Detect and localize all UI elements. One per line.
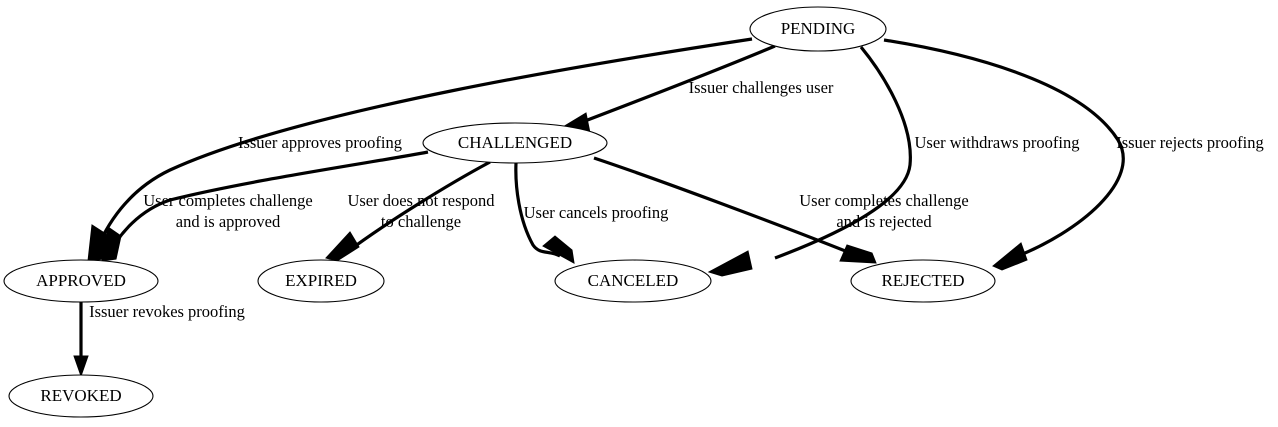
node-rejected-ellipse	[850, 259, 996, 303]
node-expired-label: EXPIRED	[285, 271, 357, 290]
node-canceled[interactable]: CANCELED	[554, 259, 712, 303]
edge-challenged-rejected-path	[593, 156, 859, 258]
edge-challenged-canceled-path	[514, 162, 561, 258]
edge-approved-revoked-arrowhead	[73, 355, 89, 378]
edge-pending-approved-arrowhead	[87, 224, 107, 262]
edge-challenged-approved-arrowhead	[101, 226, 122, 262]
node-approved[interactable]: APPROVED	[3, 259, 159, 303]
node-expired[interactable]: EXPIRED	[257, 259, 385, 303]
edge-challenged-rejected[interactable]	[593, 156, 877, 264]
edge-label-challenged-approved-line1: User completes challenge	[143, 191, 313, 210]
edge-pending-approved-path	[93, 37, 753, 255]
node-rejected-label: REJECTED	[881, 271, 964, 290]
edge-label-challenged-approved: User completes challenge and is approved	[143, 191, 313, 231]
edge-label-pending-challenged: Issuer challenges user	[689, 78, 834, 97]
node-expired-ellipse	[257, 259, 385, 303]
edge-label-challenged-expired: User does not respond to challenge	[347, 191, 495, 231]
node-challenged[interactable]: CHALLENGED	[422, 122, 608, 164]
node-rejected[interactable]: REJECTED	[850, 259, 996, 303]
edge-pending-canceled-arrowhead	[707, 250, 753, 277]
edge-pending-rejected[interactable]	[883, 38, 1125, 271]
edge-challenged-expired-arrowhead	[325, 231, 360, 262]
edge-label-challenged-rejected-line1: User completes challenge	[799, 191, 969, 210]
node-revoked-ellipse	[8, 374, 154, 418]
edge-pending-challenged-path	[576, 44, 776, 126]
edge-challenged-canceled-arrowhead	[542, 235, 575, 264]
node-approved-ellipse	[3, 259, 159, 303]
edge-label-pending-canceled: User withdraws proofing	[915, 133, 1080, 152]
edge-label-approved-revoked: Issuer revokes proofing	[89, 302, 245, 321]
edge-pending-canceled-path	[774, 45, 912, 260]
edge-label-challenged-canceled: User cancels proofing	[524, 203, 669, 222]
node-revoked-label: REVOKED	[40, 386, 121, 405]
node-pending[interactable]: PENDING	[749, 6, 887, 52]
edge-label-challenged-rejected: User completes challenge and is rejected	[799, 191, 969, 231]
node-approved-label: APPROVED	[36, 271, 126, 290]
edge-challenged-approved[interactable]	[101, 150, 429, 262]
edge-pending-rejected-path	[883, 38, 1125, 260]
edge-label-challenged-expired-line1: User does not respond	[347, 191, 495, 210]
edge-pending-canceled[interactable]	[707, 45, 912, 277]
node-pending-ellipse	[749, 6, 887, 52]
node-canceled-label: CANCELED	[588, 271, 679, 290]
edge-challenged-canceled[interactable]	[514, 162, 575, 264]
node-challenged-ellipse	[422, 122, 608, 164]
node-pending-label: PENDING	[781, 19, 856, 38]
edge-pending-approved[interactable]	[87, 37, 753, 262]
node-challenged-label: CHALLENGED	[458, 133, 572, 152]
edge-label-pending-approved: Issuer approves proofing	[238, 133, 402, 152]
edge-challenged-expired-path	[346, 160, 491, 254]
node-revoked[interactable]: REVOKED	[8, 374, 154, 418]
edge-approved-revoked[interactable]	[73, 302, 89, 378]
edge-challenged-approved-path	[106, 150, 429, 256]
edge-label-challenged-expired-line2: to challenge	[381, 212, 461, 231]
node-canceled-ellipse	[554, 259, 712, 303]
edge-label-challenged-rejected-line2: and is rejected	[836, 212, 932, 231]
edge-challenged-rejected-arrowhead	[839, 244, 877, 264]
edge-label-pending-rejected: Issuer rejects proofing	[1116, 133, 1264, 152]
edge-label-challenged-approved-line2: and is approved	[176, 212, 281, 231]
edge-pending-rejected-arrowhead	[992, 242, 1028, 271]
